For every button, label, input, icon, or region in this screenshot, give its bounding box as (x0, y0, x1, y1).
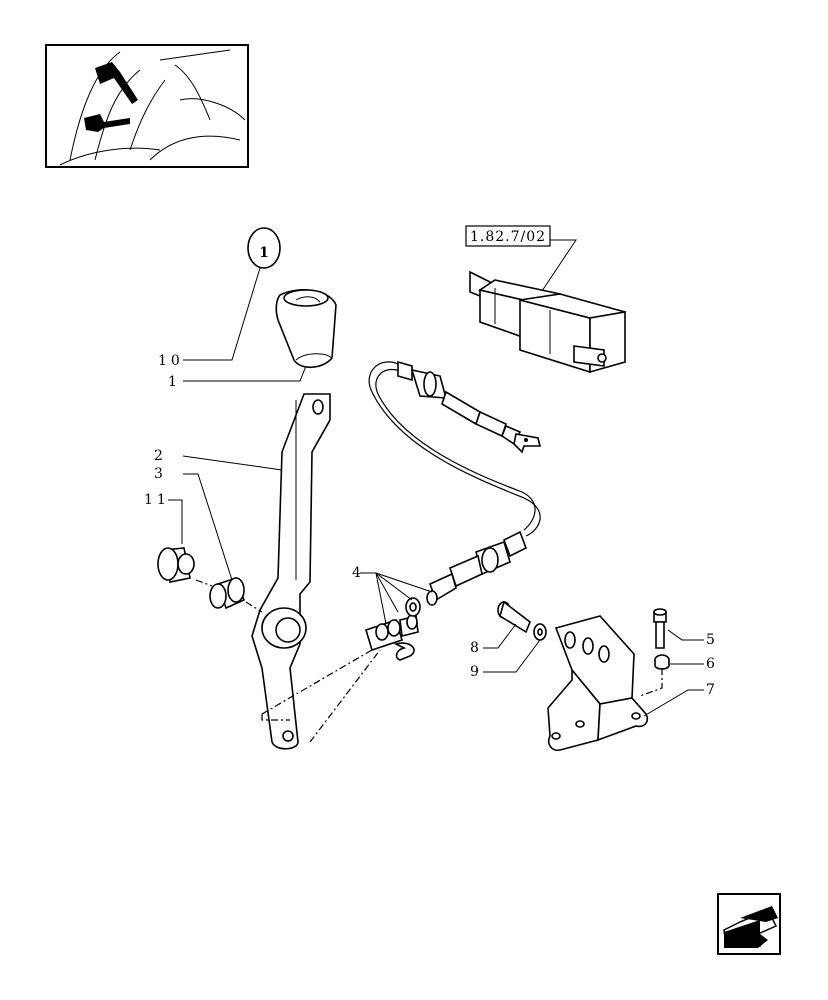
part-label-10: 10 (158, 353, 184, 369)
support-bracket (547, 615, 649, 752)
callout-circle-label: 1 (259, 245, 269, 261)
washer-4 (405, 597, 421, 617)
part-label-2: 2 (154, 448, 163, 464)
screw-8 (497, 600, 531, 634)
part-label-5: 5 (706, 632, 715, 648)
part-label-4: 4 (352, 565, 361, 581)
gear-lever (251, 393, 331, 750)
part-label-7: 7 (706, 682, 715, 698)
locator-thumbnail (45, 44, 249, 168)
back-arrow-icon[interactable] (717, 893, 781, 955)
washer-9 (533, 623, 547, 641)
part-labels: 10 1 2 3 11 4 8 9 5 6 7 (144, 353, 715, 698)
screw-5 (653, 608, 667, 649)
reference-box-label: 1.82.7/02 (470, 229, 546, 245)
bush-11 (157, 547, 195, 583)
reference-box[interactable]: 1.82.7/02 (465, 225, 551, 247)
lever-knob (275, 289, 337, 369)
remote-valve-drawing (469, 270, 626, 374)
clip (399, 614, 419, 637)
callout-circle: 1 (247, 227, 281, 269)
part-label-3: 3 (154, 466, 163, 482)
bush-3 (209, 576, 246, 610)
control-cable (368, 360, 542, 606)
part-label-11: 11 (144, 492, 170, 508)
part-label-1: 1 (168, 374, 177, 390)
part-label-9: 9 (470, 664, 479, 680)
washer-6 (654, 654, 670, 670)
part-label-6: 6 (706, 656, 715, 672)
part-label-8: 8 (470, 640, 479, 656)
